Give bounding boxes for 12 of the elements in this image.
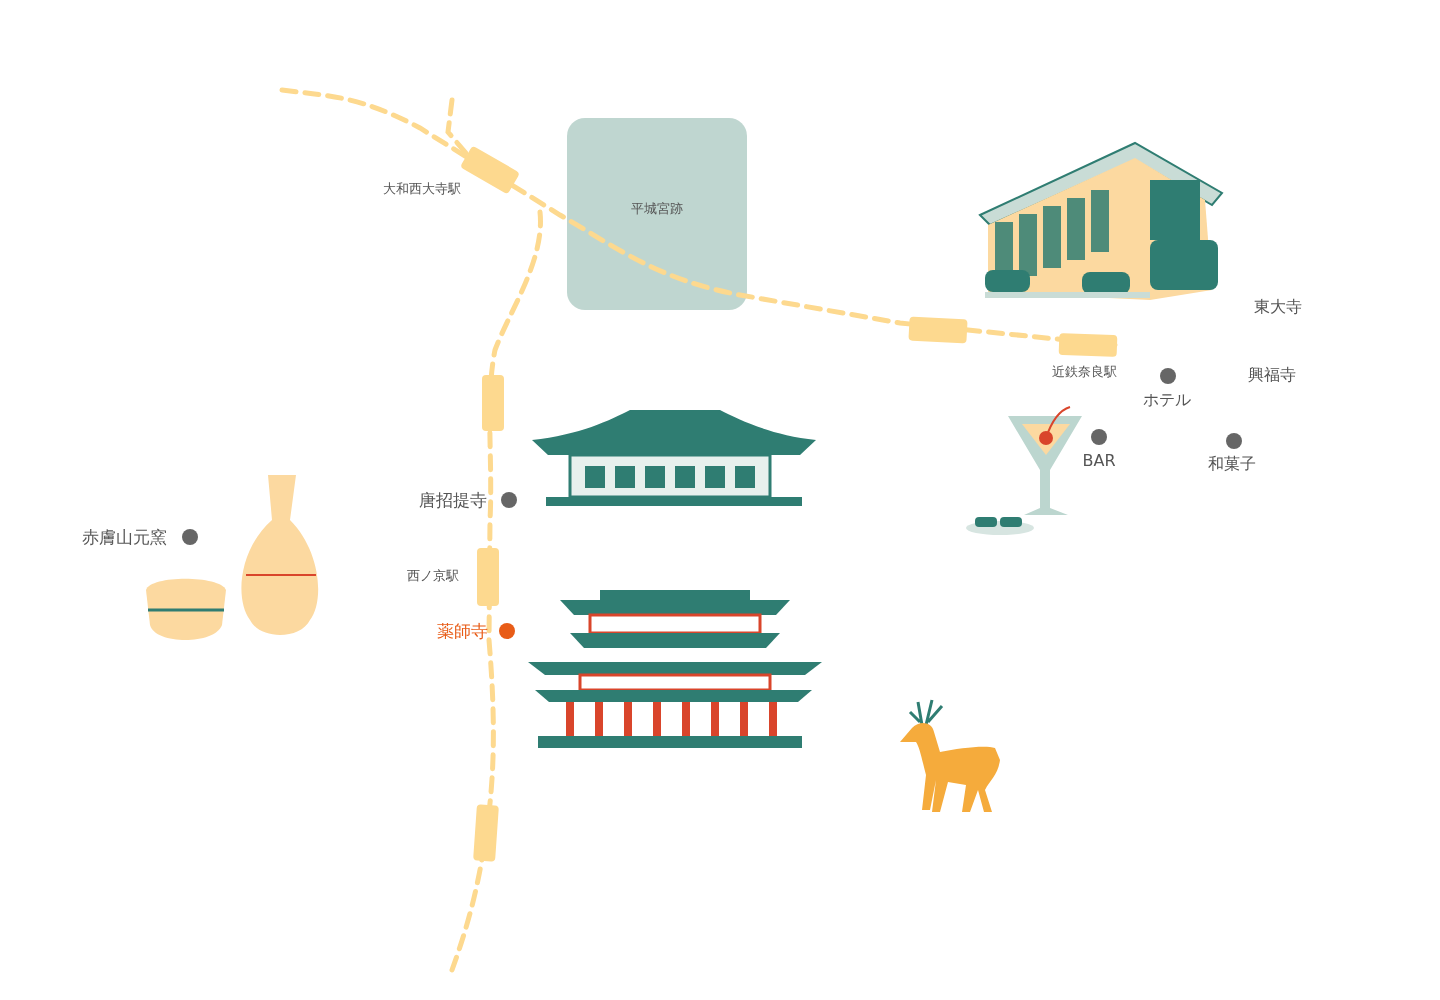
station-label: 大和西大寺駅 [383, 180, 461, 198]
station-label: 西ノ京駅 [407, 567, 459, 585]
place-label: 興福寺 [1248, 364, 1296, 386]
place-label: 和菓子 [1208, 453, 1256, 475]
station-label: 近鉄奈良駅 [1051, 363, 1117, 381]
place-label: ホテル [1143, 389, 1191, 411]
place-label: 唐招提寺 [419, 488, 487, 512]
place-label: BAR [1082, 450, 1116, 470]
place-label: 赤膚山元窯 [81, 525, 167, 549]
place-label: 東大寺 [1254, 296, 1302, 318]
place-label: 薬師寺 [436, 619, 488, 643]
area-box: 平城宮跡 [567, 118, 747, 310]
